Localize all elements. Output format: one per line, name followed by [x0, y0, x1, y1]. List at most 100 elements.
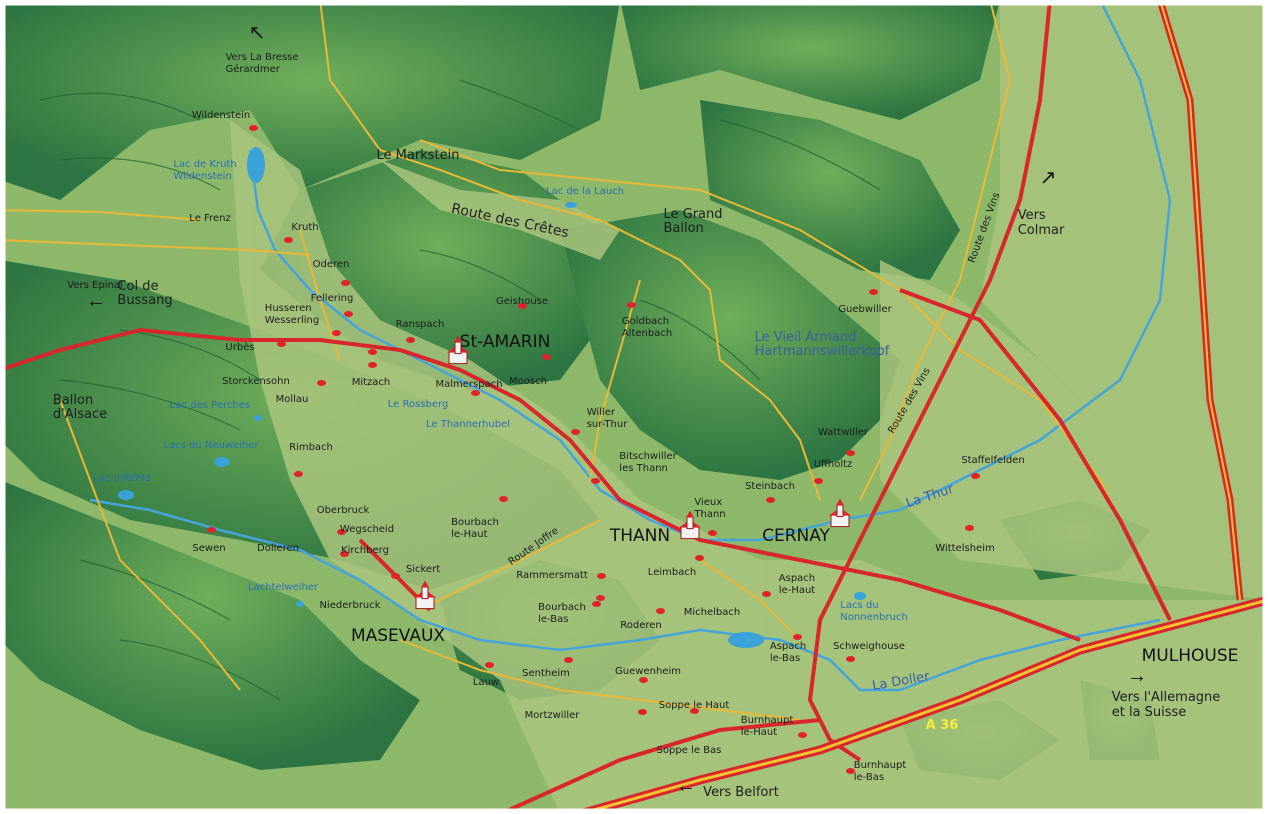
village-dot — [341, 280, 350, 286]
village-dot — [499, 496, 508, 502]
lakes — [118, 147, 866, 648]
peak-label: Le Thannerhubel — [425, 419, 511, 430]
village-label: Wildenstein — [191, 110, 251, 121]
village-label: Oberbruck — [316, 505, 370, 516]
town-label-mulhouse: MULHOUSE — [1141, 646, 1239, 666]
village-dot — [368, 362, 377, 368]
peak-label: Ballon d'Alsace — [52, 393, 108, 422]
village-label: Rammersmatt — [516, 570, 588, 581]
village-label: Bourbach le-Haut — [451, 517, 499, 540]
church-icon — [414, 580, 436, 610]
village-dot — [207, 527, 216, 533]
village-dot — [317, 380, 326, 386]
direction-label: Vers Epinal — [67, 280, 123, 291]
village-dot — [708, 530, 717, 536]
village-label: Moosch — [509, 376, 547, 387]
village-dot — [485, 662, 494, 668]
region-label: Le Vieil Armand Hartmannswillerkopf — [754, 330, 890, 359]
village-dot — [571, 429, 580, 435]
village-dot — [340, 551, 349, 557]
arrow-left-icon: ← — [86, 290, 106, 312]
village-label: Sentheim — [522, 668, 570, 679]
village-dot — [406, 337, 415, 343]
village-dot — [471, 390, 480, 396]
church-icon — [679, 510, 701, 540]
village-label: Guebwiller — [838, 304, 892, 315]
village-label: Vieux Thann — [694, 497, 726, 520]
village-label: Fellering — [310, 293, 354, 304]
direction-label: Vers Belfort — [703, 785, 779, 800]
motorway — [578, 0, 1268, 814]
village-label: Soppe le Haut — [658, 700, 730, 711]
village-label: Le Frenz — [189, 213, 231, 224]
village-label: Goldbach Altenbach — [621, 316, 673, 339]
lake-label: Lachtelweiher — [247, 582, 319, 593]
village-dot — [814, 478, 823, 484]
direction-label: Vers La Bresse Gérardmer — [225, 52, 299, 75]
lake-label: Lacs du Neuweiher — [163, 440, 259, 451]
village-label: Geishouse — [495, 296, 549, 307]
village-dot — [591, 478, 600, 484]
village-label: Wegscheid — [339, 524, 395, 535]
village-dot — [564, 657, 573, 663]
village-label: Dolleren — [257, 543, 299, 554]
lake-label: Lac de la Lauch — [545, 186, 625, 197]
village-label: Soppe le Bas — [656, 745, 722, 756]
town-label-thann: THANN — [609, 526, 671, 546]
village-dot — [762, 591, 771, 597]
village-dot — [690, 708, 699, 714]
village-label: Aspach le-Haut — [778, 573, 816, 596]
village-dot — [627, 302, 636, 308]
village-dot — [846, 768, 855, 774]
village-label: Roderen — [620, 620, 662, 631]
village-label: Niederbruck — [319, 600, 381, 611]
village-dot — [391, 573, 400, 579]
arrow-left-icon: ← — [676, 775, 696, 797]
village-label: Rimbach — [289, 442, 333, 453]
village-label: Uffholtz — [813, 459, 853, 470]
pass-label: Col de Bussang — [117, 279, 173, 308]
village-dot — [277, 341, 286, 347]
village-dot — [518, 303, 527, 309]
village-label: Michelbach — [683, 607, 741, 618]
town-label-masevaux: MASEVAUX — [350, 626, 446, 646]
arrow-northeast-icon: ↗ — [1039, 167, 1057, 189]
village-label: Sickert — [405, 564, 441, 575]
village-label: Lauw — [472, 677, 500, 688]
village-dot — [798, 732, 807, 738]
village-dot — [766, 497, 775, 503]
village-label: Willer sur-Thur — [586, 407, 628, 430]
town-label-st-amarin: St-AMARIN — [459, 332, 551, 352]
arrow-northwest-icon: ↖ — [248, 22, 266, 44]
village-dot — [971, 473, 980, 479]
village-label: Kirchberg — [341, 545, 389, 556]
village-label: Kruth — [291, 222, 319, 233]
village-dot — [284, 237, 293, 243]
peak-label: Le Grand Ballon — [663, 207, 723, 236]
village-label: Burnhaupt le-Bas — [853, 760, 907, 783]
village-dot — [249, 125, 258, 131]
village-label: Sewen — [192, 543, 226, 554]
village-dot — [337, 529, 346, 535]
village-label: Aspach le-Bas — [769, 641, 807, 664]
village-dot — [965, 525, 974, 531]
village-dot — [639, 677, 648, 683]
arrow-right-icon: → — [1127, 665, 1147, 687]
village-dot — [695, 555, 704, 561]
village-dot — [344, 311, 353, 317]
lake-label: Lac de Kruth Wildenstein — [173, 159, 237, 182]
village-dot — [332, 330, 341, 336]
village-dot — [656, 608, 665, 614]
village-label: Burnhaupt le-Haut — [740, 715, 794, 738]
village-dot — [846, 450, 855, 456]
village-label: Mortzwiller — [524, 710, 580, 721]
church-icon — [829, 498, 851, 528]
village-label: Wattwiller — [818, 427, 868, 438]
village-dot — [596, 595, 605, 601]
village-label: Bourbach le-Bas — [538, 602, 586, 625]
village-dot — [793, 634, 802, 640]
village-label: Urbès — [225, 342, 255, 353]
village-dot — [597, 573, 606, 579]
village-dot — [869, 289, 878, 295]
